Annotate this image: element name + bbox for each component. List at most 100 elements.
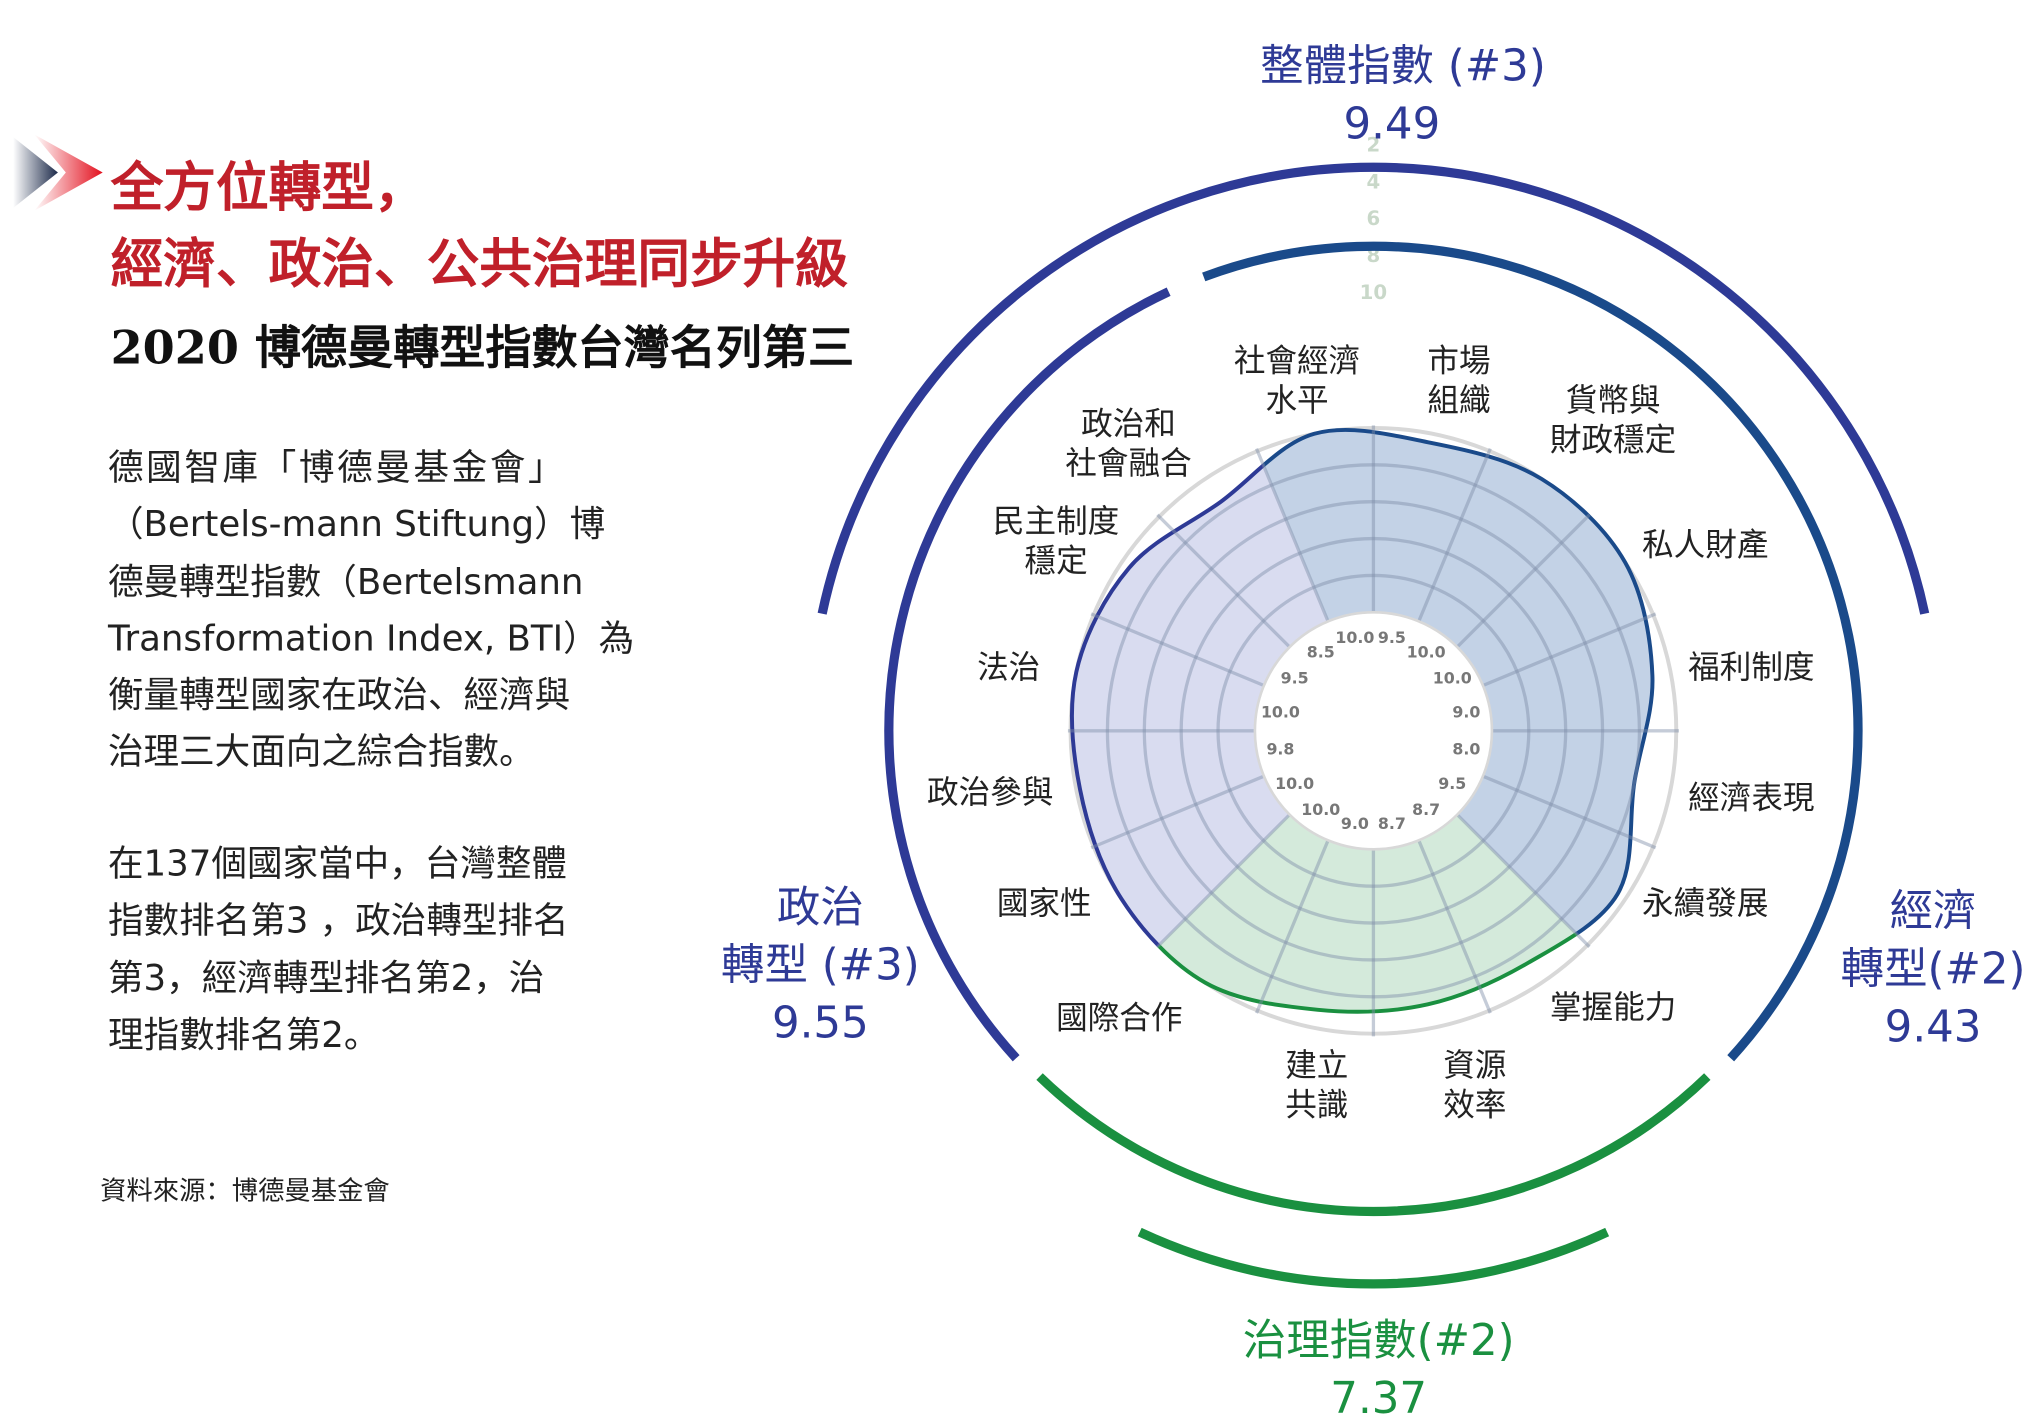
category-label-line: 國際合作 bbox=[1056, 1000, 1182, 1036]
overall-index-label: 整體指數 (#3) 9.49 bbox=[1260, 37, 1546, 153]
value-label: 9.0 bbox=[1452, 703, 1480, 722]
inner-circle bbox=[1253, 610, 1494, 851]
economic-index-name-1: 經濟 bbox=[1889, 884, 1977, 937]
category-label: 國際合作 bbox=[1056, 1000, 1182, 1036]
economic-index-name-2: 轉型(#2) bbox=[1840, 942, 2026, 995]
category-label-line: 私人財產 bbox=[1642, 528, 1768, 564]
scale-tick-label: 2 bbox=[1367, 133, 1381, 156]
category-label-line: 資源 bbox=[1443, 1048, 1506, 1084]
title-line-2: 經濟、政治、公共治理同步升級 bbox=[110, 233, 849, 295]
text-line: 德國智庫「博德曼基金會」 bbox=[107, 447, 567, 489]
scale-tick-label: 4 bbox=[1367, 170, 1381, 193]
value-label: 8.7 bbox=[1378, 814, 1406, 833]
overall-index-name: 整體指數 (#3) bbox=[1260, 39, 1546, 91]
category-label: 市場組織 bbox=[1427, 343, 1490, 419]
paragraph-intro: 德國智庫「博德曼基金會」 （Bertels-mann Stiftung）博 德曼… bbox=[108, 440, 674, 782]
category-label: 政治和社會融合 bbox=[1065, 407, 1191, 483]
category-label: 建立共識 bbox=[1285, 1048, 1348, 1124]
grid-spoke bbox=[1417, 447, 1492, 622]
category-label: 民主制度穩定 bbox=[993, 504, 1119, 580]
text-line: 衡量轉型國家在政治、經濟與 bbox=[107, 675, 571, 717]
governance-index-label: 治理指數(#2) 7.37 bbox=[1234, 1312, 1524, 1427]
governance-index-name: 治理指數(#2) bbox=[1242, 1314, 1515, 1366]
grid-spoke bbox=[1090, 774, 1265, 850]
scale-tick-label: 6 bbox=[1367, 207, 1381, 230]
grid-spoke bbox=[1482, 774, 1657, 850]
overall-index-score: 9.49 bbox=[1343, 97, 1441, 149]
category-label-line: 政治參與 bbox=[927, 775, 1053, 811]
value-label: 9.5 bbox=[1438, 774, 1466, 793]
category-label-line: 福利制度 bbox=[1688, 650, 1814, 686]
grid-spoke bbox=[1156, 813, 1291, 949]
source-note: 資料來源：博德曼基金會 bbox=[100, 1174, 390, 1207]
political-index-name-1: 政治 bbox=[776, 880, 864, 933]
value-label: 10.0 bbox=[1407, 642, 1446, 661]
category-label-line: 貨幣與 bbox=[1566, 383, 1661, 419]
category-label-line: 政治和 bbox=[1081, 407, 1176, 443]
category-label: 永續發展 bbox=[1642, 886, 1768, 922]
grid-ring bbox=[1179, 536, 1568, 925]
text-line: 第3，經濟轉型排名第2，治 bbox=[107, 958, 545, 999]
grid-spoke bbox=[1254, 447, 1330, 622]
text-line: 在137個國家當中，台灣整體 bbox=[107, 844, 567, 885]
category-label-line: 國家性 bbox=[997, 886, 1092, 922]
grid-spoke bbox=[1090, 612, 1265, 687]
category-label-line: 共識 bbox=[1285, 1087, 1348, 1123]
category-label-line: 建立 bbox=[1285, 1048, 1348, 1084]
grid-ring bbox=[1105, 463, 1642, 999]
category-label: 法治 bbox=[977, 650, 1040, 686]
economic-index-arc bbox=[1202, 241, 1863, 1062]
value-label: 8.7 bbox=[1412, 800, 1440, 819]
category-label-line: 經濟表現 bbox=[1688, 781, 1814, 817]
category-label-line: 社會融合 bbox=[1065, 446, 1191, 482]
category-label: 私人財產 bbox=[1642, 528, 1768, 564]
value-label: 9.8 bbox=[1266, 740, 1294, 759]
economic-index-score: 9.43 bbox=[1884, 1000, 1982, 1053]
grid-spoke bbox=[1482, 612, 1657, 687]
governance-index-score: 7.37 bbox=[1330, 1372, 1428, 1424]
grid-spoke bbox=[1156, 513, 1291, 649]
political-index-label: 政治 轉型 (#3) 9.55 bbox=[702, 878, 939, 1052]
category-label: 政治參與 bbox=[927, 775, 1053, 811]
category-label-line: 組織 bbox=[1427, 383, 1490, 419]
grid-spoke bbox=[1254, 839, 1330, 1014]
subtitle: 2020 博德曼轉型指數台灣名列第三 bbox=[110, 321, 855, 376]
paragraph-ranking: 在137個國家當中，台灣整體 指數排名第3 ，政治轉型排名 第3，經濟轉型排名第… bbox=[108, 836, 674, 1064]
text-line: 治理三大面向之綜合指數。 bbox=[107, 732, 535, 774]
category-label: 福利制度 bbox=[1688, 650, 1814, 686]
arrow-icon bbox=[13, 134, 103, 211]
governance-outer-arc bbox=[1137, 1227, 1610, 1289]
grid-spoke bbox=[1417, 839, 1492, 1014]
category-label-line: 法治 bbox=[977, 650, 1040, 686]
value-label: 9.5 bbox=[1378, 628, 1406, 647]
category-label-line: 水平 bbox=[1265, 383, 1328, 419]
value-label: 8.5 bbox=[1307, 642, 1335, 661]
category-label: 經濟表現 bbox=[1688, 781, 1814, 817]
category-label: 社會經濟水平 bbox=[1234, 343, 1360, 419]
value-label: 8.0 bbox=[1452, 740, 1480, 759]
text-line: 指數排名第3 ，政治轉型排名 bbox=[107, 901, 569, 942]
grid-ring bbox=[1216, 573, 1531, 888]
grid-ring bbox=[1142, 500, 1605, 962]
category-label-line: 財政穩定 bbox=[1550, 422, 1676, 458]
value-label: 10.0 bbox=[1335, 628, 1374, 647]
category-label-line: 效率 bbox=[1443, 1087, 1506, 1123]
category-label: 資源效率 bbox=[1443, 1048, 1506, 1124]
political-index-name-2: 轉型 (#3) bbox=[721, 938, 920, 991]
category-label: 貨幣與財政穩定 bbox=[1550, 383, 1676, 459]
title-line-1: 全方位轉型， bbox=[110, 156, 427, 219]
scale-tick-label: 10 bbox=[1360, 281, 1387, 304]
overall-index-arc bbox=[817, 162, 1930, 615]
value-label: 9.0 bbox=[1341, 814, 1369, 833]
category-label: 國家性 bbox=[997, 886, 1092, 922]
value-label: 10.0 bbox=[1275, 774, 1314, 793]
governance-index-arc bbox=[1036, 1073, 1711, 1216]
grid-spoke bbox=[1456, 513, 1591, 649]
value-label: 10.0 bbox=[1301, 800, 1340, 819]
category-label-line: 民主制度 bbox=[993, 504, 1119, 540]
category-label-line: 掌握能力 bbox=[1550, 990, 1676, 1026]
value-label: 10.0 bbox=[1433, 668, 1472, 687]
category-label-line: 市場 bbox=[1427, 343, 1490, 379]
grid-spoke bbox=[1456, 813, 1591, 949]
